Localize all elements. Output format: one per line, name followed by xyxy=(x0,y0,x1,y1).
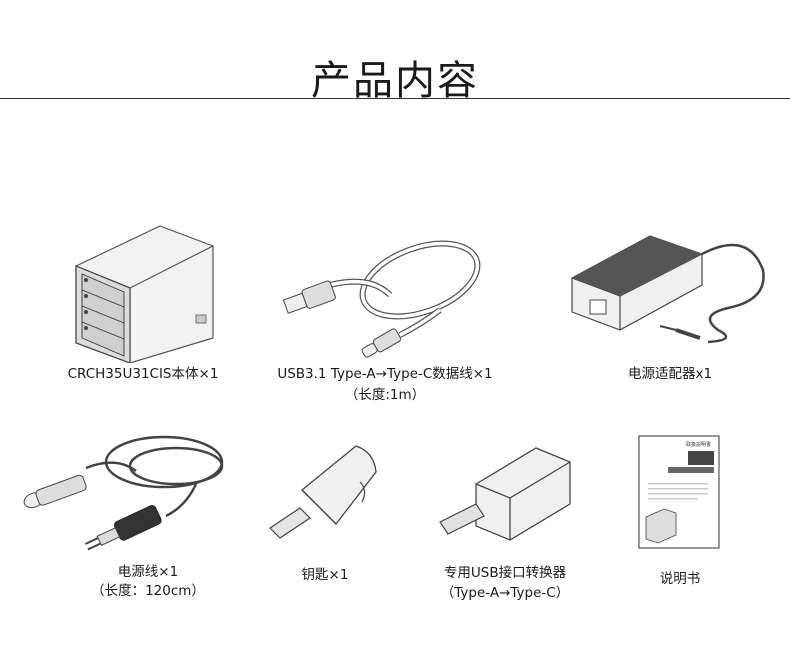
item-label-usb-cable: USB3.1 Type-A→Type-C数据线×1 xyxy=(277,366,493,382)
enclosure-image xyxy=(68,218,218,363)
manual-image: 取扱説明書 xyxy=(638,435,722,551)
usb-adapter-image xyxy=(436,444,576,544)
power-adapter-image xyxy=(568,230,783,355)
key-image xyxy=(264,442,384,542)
item-label-key: 钥匙×1 xyxy=(301,567,349,583)
page-title: 产品内容 xyxy=(311,58,479,104)
item-label-enclosure: CRCH35U31CIS本体×1 xyxy=(67,366,219,382)
title-divider xyxy=(0,98,790,99)
usb-cable-image xyxy=(280,225,490,365)
item-sub-usb-adapter: （Type-A→Type-C） xyxy=(440,585,570,601)
manual-cover-text: 取扱説明書 xyxy=(686,442,712,448)
item-sub-usb-cable: （长度:1m） xyxy=(344,387,426,403)
power-cord-image xyxy=(16,426,231,556)
item-label-usb-adapter: 专用USB接口转换器 xyxy=(443,565,567,581)
item-label-power-adapter: 电源适配器x1 xyxy=(627,366,713,382)
item-sub-power-cord: （长度：120cm） xyxy=(91,583,205,599)
item-label-manual: 说明书 xyxy=(659,571,701,587)
item-label-power-cord: 电源线×1 xyxy=(117,564,179,580)
